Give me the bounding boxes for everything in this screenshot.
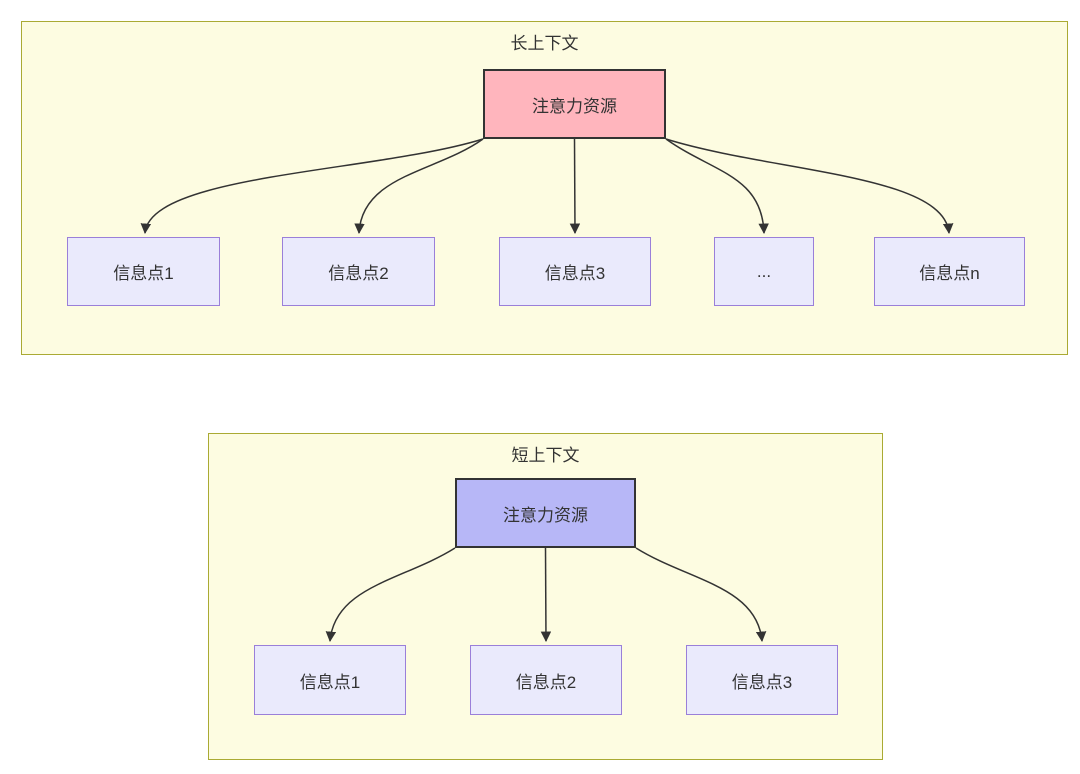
- edge-short-3: [635, 547, 767, 643]
- attention-resource-node-long: 注意力资源: [483, 69, 666, 139]
- info-point-node: 信息点2: [470, 645, 622, 715]
- edge-long-2: [354, 138, 484, 235]
- info-point-node: 信息点2: [282, 237, 435, 306]
- edge-long-5: [665, 138, 954, 235]
- edge-long-4: [665, 138, 769, 235]
- info-point-node-ellipsis: ...: [714, 237, 814, 306]
- info-point-node: 信息点3: [686, 645, 838, 715]
- edge-long-1: [140, 138, 484, 235]
- short-context-title: 短上下文: [511, 446, 580, 465]
- attention-resource-node-short: 注意力资源: [455, 478, 636, 548]
- short-context-group: 短上下文 注意力资源 信息点1 信息点2 信息点3: [208, 433, 883, 760]
- info-point-node: 信息点1: [67, 237, 220, 306]
- edge-long-3: [569, 138, 581, 235]
- edge-short-2: [540, 547, 552, 643]
- edge-short-1: [325, 547, 456, 643]
- long-context-title: 长上下文: [510, 34, 579, 53]
- info-point-node: 信息点n: [874, 237, 1025, 306]
- long-context-group: 长上下文 注意力资源 信息点1 信息点2 信息点3 ... 信息点n: [21, 21, 1068, 355]
- info-point-node: 信息点3: [499, 237, 651, 306]
- info-point-node: 信息点1: [254, 645, 406, 715]
